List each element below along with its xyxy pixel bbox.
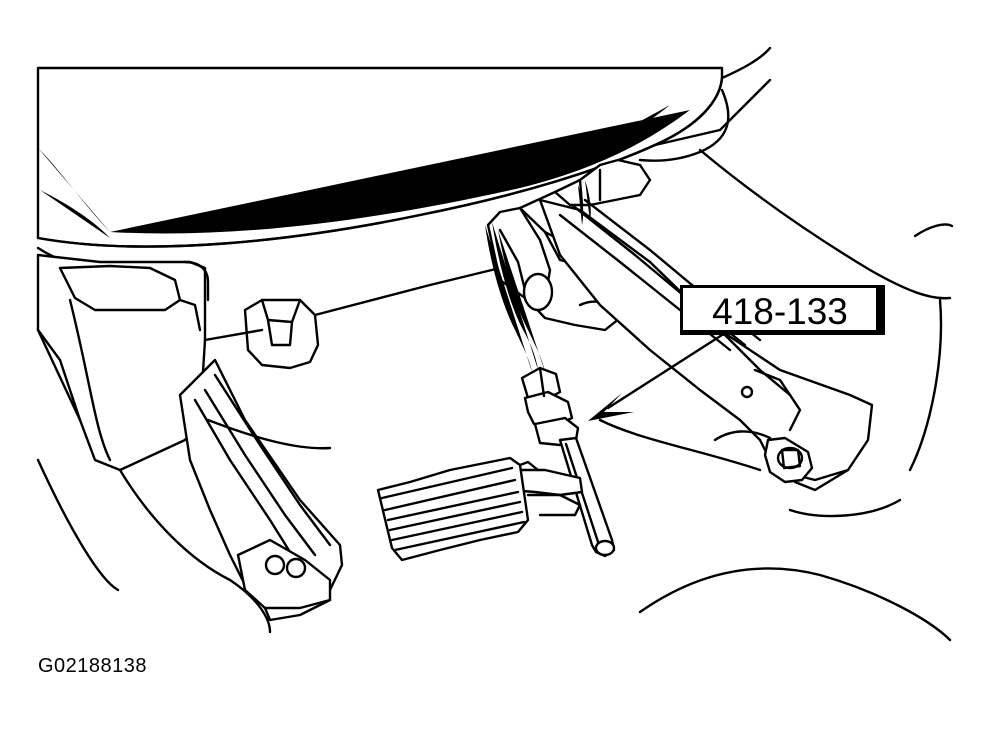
seat-support — [203, 266, 502, 450]
callout-label-box: 418-133 — [680, 285, 885, 335]
figure-id-label: G02188138 — [38, 655, 148, 677]
accelerator-pedal — [376, 456, 584, 562]
sensor-probe — [520, 366, 616, 558]
sensor-wiring — [485, 180, 591, 372]
seat-rail-left — [118, 358, 344, 634]
callout-leader — [588, 333, 724, 421]
floor-outline — [36, 148, 954, 642]
seat-cushion — [36, 46, 772, 267]
callout-label-text: 418-133 — [712, 291, 848, 332]
seat-frame-left — [36, 253, 210, 472]
